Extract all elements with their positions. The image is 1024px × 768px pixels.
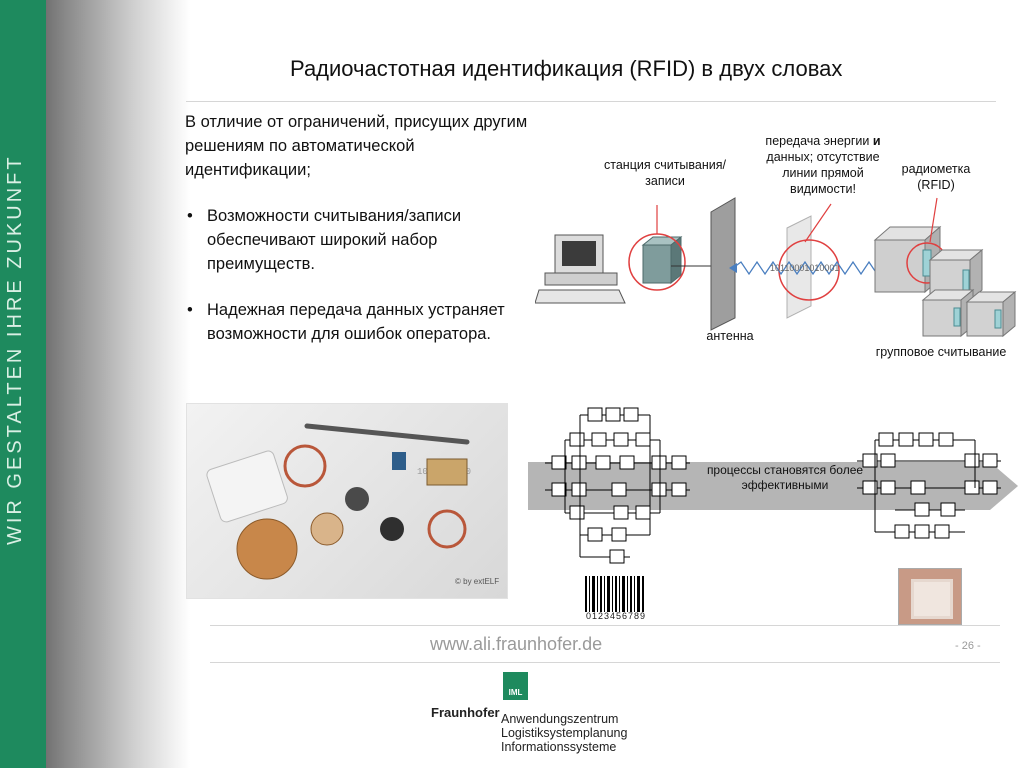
simple-process-diagram (857, 432, 1001, 539)
coil-shape (427, 509, 467, 549)
barcode-icon (585, 576, 644, 612)
company-line: Logistiksystemplanung (501, 726, 628, 740)
pointer-line (804, 203, 832, 243)
footer-divider-top (210, 625, 1000, 626)
rfid-diagram: 10110001010001 (535, 197, 1017, 338)
bullet-item: Надежная передача данных устраняет возмо… (187, 298, 545, 346)
body-text: В отличие от ограничений, присущих други… (185, 110, 545, 368)
intro-paragraph: В отличие от ограничений, присущих други… (185, 113, 528, 179)
antenna-label: антенна (706, 329, 754, 343)
transfer-label-part: данных; отсутствие линии прямой видимост… (766, 150, 880, 196)
tag-label: радиометка (RFID) (901, 162, 971, 192)
barcode-number: 0123456789 (586, 611, 647, 621)
company-line: Informationssysteme (501, 740, 617, 754)
coil-shape (283, 444, 327, 488)
page-number: - 26 - (955, 640, 981, 652)
bullet-list: Возможности считывания/записи обеспечива… (185, 204, 545, 346)
rfid-tags-illustration: 1011101010 © by extELF (206, 423, 499, 586)
iml-logo-text: IML (508, 688, 523, 697)
process-label: процессы становятся более эффективными (706, 463, 864, 492)
header-divider (186, 101, 996, 102)
slide-title: Радиочастотная идентификация (RFID) в дв… (290, 56, 843, 81)
arrow-left (729, 263, 737, 273)
vertical-slogan: WIR GESTALTEN IHRE ZUKUNFT (4, 154, 26, 546)
transfer-label-bold: и (872, 134, 881, 148)
group-reading-label: групповое считывание (875, 345, 1007, 359)
rfid-tags-photo: 1011101010 © by extELF (186, 403, 508, 599)
module-shape (426, 458, 468, 486)
binary-text: 10110001010001 (770, 263, 839, 273)
complex-process-diagram (545, 407, 690, 564)
tag-frame-shape (911, 579, 953, 619)
tagged-boxes-icon (873, 225, 1017, 338)
transfer-label: передача энергии и данных; отсутствие ли… (752, 133, 894, 197)
coil-disk (236, 518, 298, 580)
round-tag (345, 487, 369, 511)
antenna-panel (710, 197, 736, 331)
card-shape (206, 450, 288, 523)
round-tag (310, 512, 344, 546)
photo-credit: © by extELF (455, 577, 499, 586)
rfid-tag-thumbnail (898, 568, 962, 625)
green-strip (0, 0, 46, 768)
reader-icon (628, 233, 686, 291)
transfer-label-part: передача энергии (765, 134, 873, 148)
pen-shape (304, 423, 470, 445)
company-lines: Anwendungszentrum Logistiksystemplanung … (501, 712, 627, 754)
pointer-line (929, 197, 938, 243)
fraunhofer-brand: Fraunhofer (431, 705, 500, 720)
station-label: станция считывания/записи (604, 158, 726, 188)
iml-logo (503, 672, 528, 700)
website-url[interactable]: www.ali.fraunhofer.de (430, 634, 603, 654)
computer-icon (535, 234, 626, 304)
footer-divider-bottom (210, 662, 1000, 663)
bullet-item: Возможности считывания/записи обеспечива… (187, 204, 545, 276)
round-tag (380, 517, 404, 541)
chip-shape (392, 452, 406, 470)
company-line: Anwendungszentrum (501, 712, 619, 726)
